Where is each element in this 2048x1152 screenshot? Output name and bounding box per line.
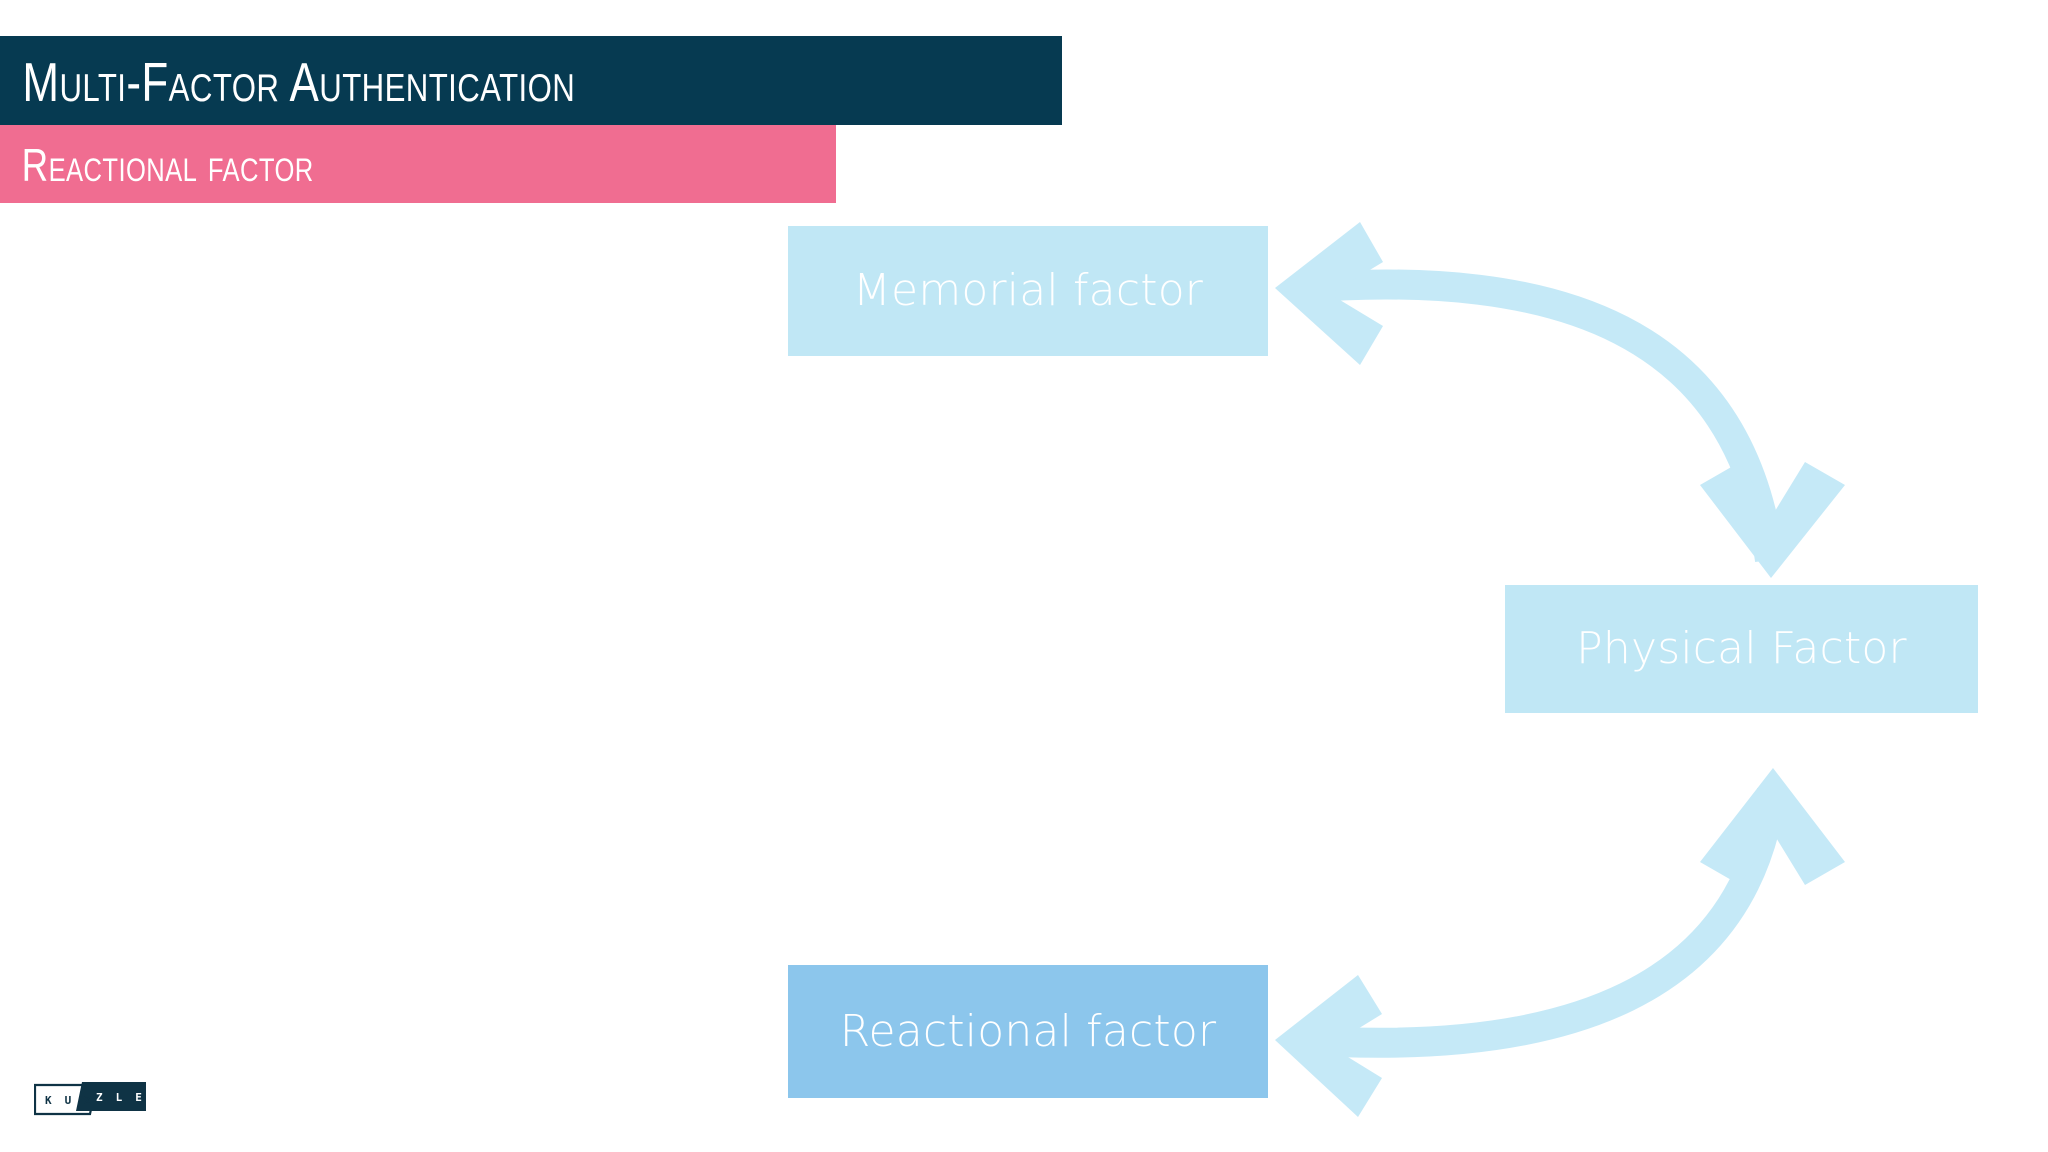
kuzzle-logo-text-light: K U Z	[45, 1094, 94, 1107]
node-reactional-factor[interactable]: Reactional factor	[788, 965, 1268, 1098]
connector-memorial-physical-icon	[1275, 222, 1845, 578]
node-memorial-factor[interactable]: Memorial factor	[788, 226, 1268, 356]
node-memorial-factor-label: Memorial factor	[852, 265, 1204, 316]
subtitle-bar: Reactional factor	[0, 125, 836, 203]
kuzzle-logo: K U Z Z L E	[34, 1082, 146, 1116]
connector-reactional-physical-icon	[1275, 768, 1845, 1117]
kuzzle-logo-right-box	[76, 1082, 146, 1111]
page-subtitle: Reactional factor	[21, 139, 314, 191]
page-title: Multi-Factor Authentication	[22, 51, 576, 113]
node-reactional-factor-label: Reactional factor	[839, 1005, 1217, 1057]
kuzzle-logo-text-dark: Z L E	[96, 1091, 145, 1104]
title-bar: Multi-Factor Authentication	[0, 36, 1062, 125]
node-physical-factor-label: Physical Factor	[1576, 623, 1907, 674]
node-physical-factor[interactable]: Physical Factor	[1505, 585, 1978, 713]
